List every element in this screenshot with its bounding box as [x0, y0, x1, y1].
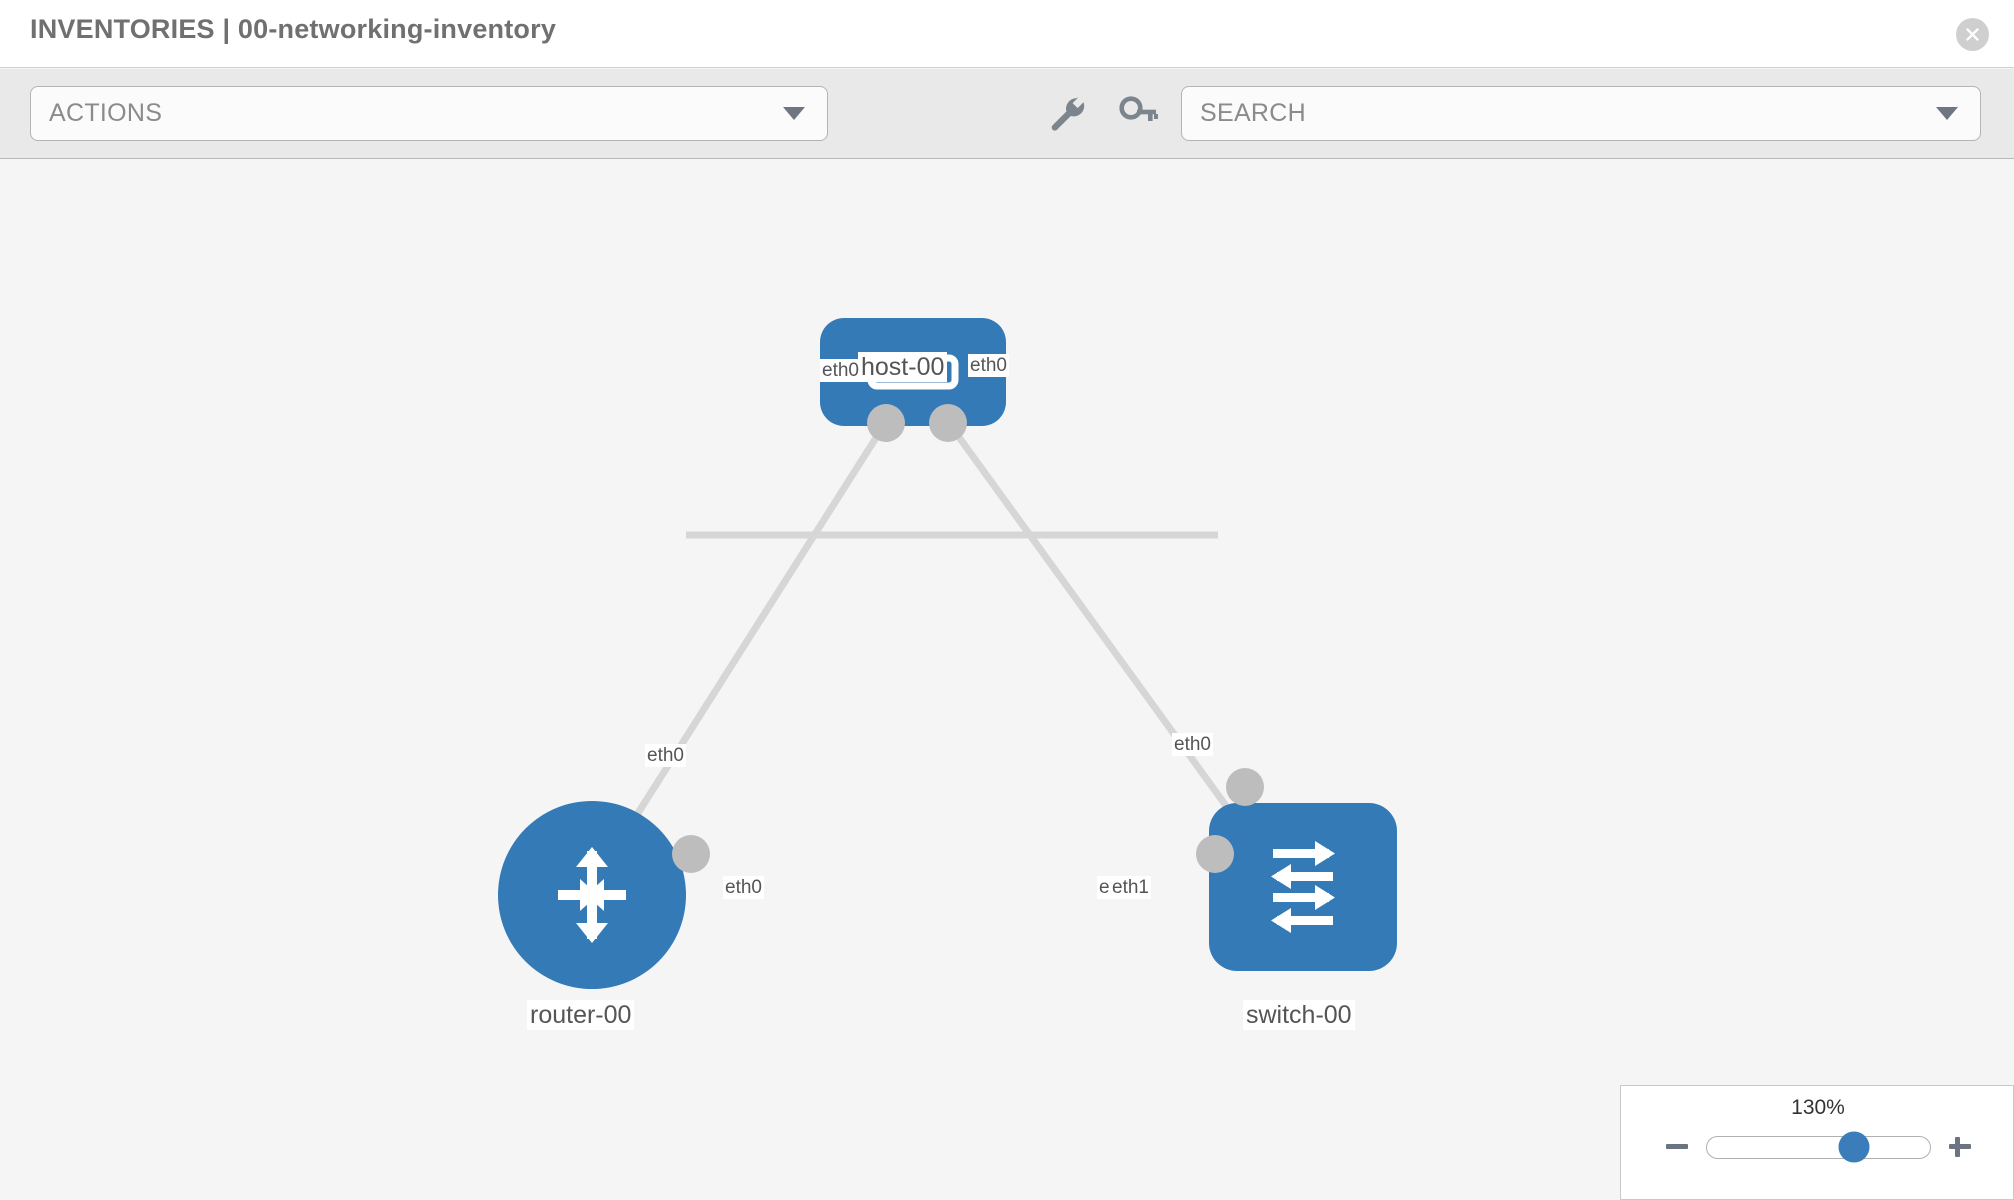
switch-port-eth1-left[interactable]	[1196, 835, 1234, 873]
switch-port-eth0-top[interactable]	[1226, 768, 1264, 806]
edge-label-router-eth0-up: eth0	[645, 744, 686, 767]
host-port-eth0-right[interactable]	[929, 404, 967, 442]
wrench-icon[interactable]	[1048, 95, 1088, 133]
chevron-down-icon	[783, 107, 805, 120]
topology-links	[623, 419, 1248, 835]
actions-dropdown-label: ACTIONS	[49, 99, 163, 127]
host-port-eth0-left[interactable]	[867, 404, 905, 442]
page-header: INVENTORIES | 00-networking-inventory	[0, 0, 2014, 68]
node-label-switch-00: switch-00	[1243, 1000, 1355, 1030]
router-node-shape[interactable]	[498, 801, 686, 989]
zoom-control-panel: 130%	[1620, 1085, 2014, 1200]
topology-canvas[interactable]: host-00 eth0 eth0	[0, 160, 2014, 1200]
chevron-down-icon	[1936, 107, 1958, 120]
switch-node-shape[interactable]	[1209, 803, 1397, 971]
page-title: INVENTORIES | 00-networking-inventory	[30, 14, 557, 44]
key-icon[interactable]	[1118, 95, 1158, 133]
search-placeholder: SEARCH	[1200, 99, 1306, 127]
edge-label-switch-eth0-up: eth0	[1172, 733, 1213, 756]
edge-label-host-eth0-left: eth0	[820, 359, 861, 382]
node-label-host-00: host-00	[858, 352, 948, 382]
zoom-slider[interactable]	[1705, 1131, 1931, 1163]
node-label-router-00: router-00	[527, 1000, 635, 1030]
search-input[interactable]: SEARCH	[1181, 86, 1981, 141]
topology-node-router-00[interactable]	[498, 801, 686, 989]
minus-icon	[1665, 1144, 1688, 1149]
edge-label-switch-eth1-b: eth1	[1110, 876, 1151, 899]
zoom-in-button[interactable]	[1947, 1134, 1973, 1160]
edge-label-host-eth0-right: eth0	[968, 354, 1009, 377]
edge-label-router-eth0-right: eth0	[723, 876, 764, 899]
zoom-out-button[interactable]	[1664, 1134, 1690, 1160]
four-way-arrows-icon	[558, 847, 626, 943]
zoom-slider-thumb[interactable]	[1838, 1131, 1870, 1163]
toolbar: ACTIONS SEARCH	[0, 69, 2014, 159]
actions-dropdown[interactable]: ACTIONS	[30, 86, 828, 141]
plus-icon-vertical	[1955, 1137, 1960, 1157]
router-port-eth0-right[interactable]	[672, 835, 710, 873]
topology-node-switch-00[interactable]	[1209, 803, 1397, 971]
zoom-level-value: 130%	[1791, 1096, 1845, 1119]
close-icon[interactable]	[1956, 18, 1989, 51]
switch-arrows-icon	[1271, 841, 1335, 933]
